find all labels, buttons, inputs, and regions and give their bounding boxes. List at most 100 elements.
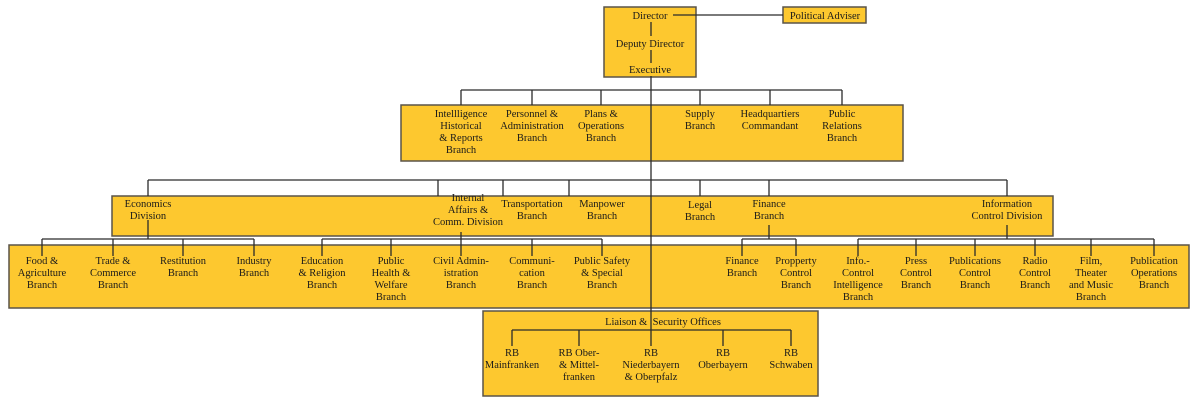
connectors (41, 14, 1155, 346)
staff-branch-hq-commandant-line: Headquartiers (741, 109, 800, 120)
sub-branch-food-agriculture-line: Food & (26, 256, 58, 267)
division-transportation-line: Transportation (501, 199, 563, 210)
sub-branch-communication-line: cation (519, 268, 545, 279)
sub-branch-communication-line: Branch (517, 280, 548, 291)
division-internal-affairs-line: Affairs & (448, 205, 488, 216)
liaison-office-ober-mittelfranken: RB Ober-& Mittel-franken (559, 348, 600, 383)
sub-branch-info-control-intelligence-line: Branch (843, 292, 874, 303)
sub-branch-info-control-intelligence-line: Control (842, 268, 874, 279)
deputy-label-bg (612, 37, 690, 50)
sub-branch-press-control-line: Press (905, 256, 927, 267)
liaison-office-mainfranken-line: RB (505, 348, 519, 359)
executive-label: Executive (629, 65, 671, 76)
staff-branch-intelligence-line: Intellligence (435, 109, 488, 120)
sub-branch-finance-sub-line: Finance (725, 256, 759, 267)
sub-branch-communication-line: Communi- (509, 256, 555, 267)
sub-branch-publication-operations-line: Branch (1139, 280, 1170, 291)
top-labels: Director Deputy Director Executive Polit… (612, 8, 861, 76)
political-adviser-label: Political Adviser (790, 11, 861, 22)
sub-branch-education-religion-line: Branch (307, 280, 338, 291)
staff-branch-plans-line: Branch (586, 133, 617, 144)
sub-branch-film-theater-music-line: Film, (1080, 256, 1102, 267)
sub-branch-civil-administration-line: istration (444, 268, 479, 279)
staff-branch-public-relations-line: Public (829, 109, 856, 120)
division-legal-line: Legal (688, 200, 712, 211)
division-economics-line: Division (130, 211, 167, 222)
sub-branch-food-agriculture-line: Agriculture (18, 268, 67, 279)
division-information-control-line: Information (982, 199, 1033, 210)
sub-branch-public-health-line: Public (378, 256, 405, 267)
divisions-band (111, 195, 1054, 237)
staff-branches-band (400, 104, 904, 162)
sub-branches-band (8, 244, 1190, 309)
division-finance-line: Finance (752, 199, 786, 210)
staff-branch-personnel-line: Administration (500, 121, 564, 132)
sub-branch-public-safety-line: Public Safety (574, 256, 631, 267)
liaison-office-oberbayern-line: RB (716, 348, 730, 359)
boxes (8, 6, 1190, 397)
sub-branch-publications-control-line: Publications (949, 256, 1001, 267)
staff-branch-intelligence-line: Branch (446, 145, 477, 156)
liaison-title: Liaison & Security Offices (605, 317, 721, 328)
liaison-office-ober-mittelfranken-line: franken (563, 372, 596, 383)
staff-branch-plans-line: Plans & (584, 109, 618, 120)
division-manpower-line: Manpower (579, 199, 625, 210)
sub-branch-trade-commerce-line: Branch (98, 280, 129, 291)
sub-branch-property-control-line: Branch (781, 280, 812, 291)
division-transportation-line: Branch (517, 211, 548, 222)
sub-branch-education-religion-line: & Religion (299, 268, 347, 279)
sub-branch-public-safety-line: Branch (587, 280, 618, 291)
sub-branch-film-theater-music-line: and Music (1069, 280, 1113, 291)
division-manpower-line: Branch (587, 211, 618, 222)
liaison-office-schwaben-line: Schwaben (769, 360, 813, 371)
sub-branch-press-control-line: Branch (901, 280, 932, 291)
liaison-office-niederbayern-oberpfalz-line: & Oberpfalz (625, 372, 678, 383)
sub-branch-publication-operations-line: Publication (1130, 256, 1179, 267)
staff-branch-supply-line: Branch (685, 121, 716, 132)
sub-branch-radio-control-line: Radio (1022, 256, 1047, 267)
division-internal-affairs-line: Comm. Division (433, 217, 504, 228)
sub-branch-civil-administration-line: Civil Admin- (433, 256, 489, 267)
sub-branch-public-health-line: Welfare (375, 280, 408, 291)
sub-branch-education-religion-line: Education (301, 256, 344, 267)
staff-branch-supply-line: Supply (685, 109, 716, 120)
sub-branch-publications-control-line: Branch (960, 280, 991, 291)
executive-label-bg (627, 63, 673, 75)
sub-branch-finance-sub-line: Branch (727, 268, 758, 279)
sub-branch-civil-administration-line: Branch (446, 280, 477, 291)
sub-branch-restitution-line: Restitution (160, 256, 207, 267)
sub-branch-press-control-line: Control (900, 268, 932, 279)
liaison-office-ober-mittelfranken-line: & Mittel- (559, 360, 599, 371)
division-legal-line: Branch (685, 212, 716, 223)
sub-branch-industry-line: Branch (239, 268, 270, 279)
division-economics-line: Economics (125, 199, 172, 210)
